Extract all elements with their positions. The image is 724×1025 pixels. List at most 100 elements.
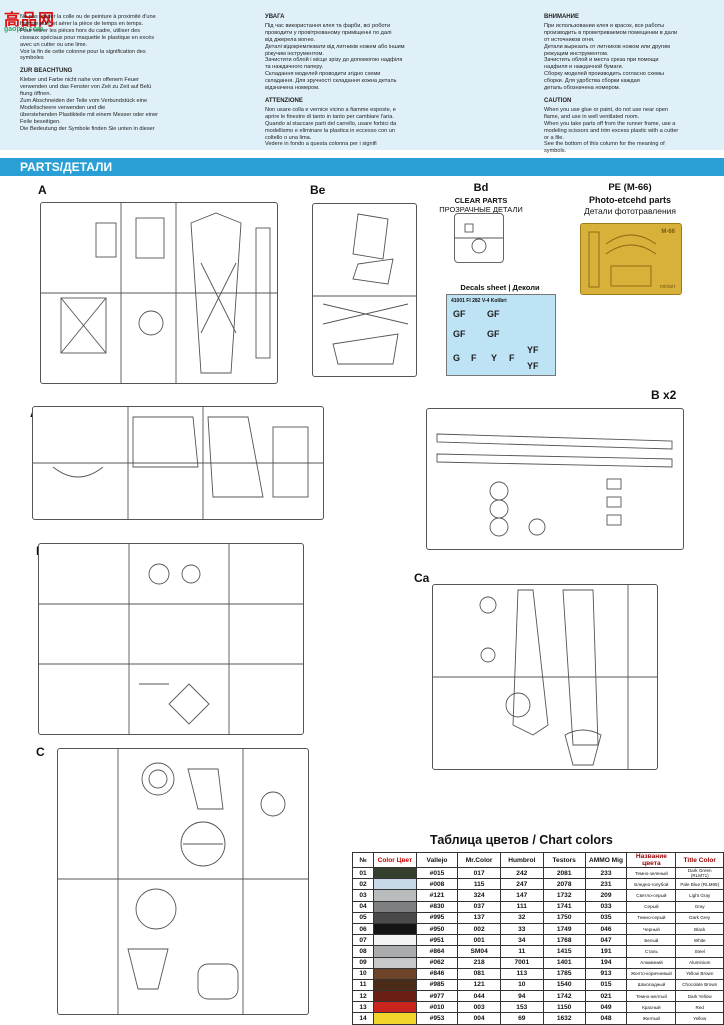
header-text-line: складання. Для зручності складання кожна… [265,78,397,85]
color-chart-cell: 04 [351,900,375,913]
color-chart-cell: Gray [675,900,724,913]
color-chart-cell: Dark Yellow [675,990,724,1003]
color-swatch [373,889,417,902]
heading-ua: УВАГА [265,14,285,20]
color-chart-cell: #953 [415,1012,459,1025]
header-column-fr-de: Ne pas utiliser la colle ou de peinture … [20,14,190,133]
color-chart-cell: 218 [457,956,501,969]
color-swatch [373,967,417,980]
heading-ru: ВНИМАНИЕ [544,14,579,20]
chart-colors-title: Таблица цветов / Chart colors [430,833,613,847]
header-text-line: При использовании клея и красок, все раб… [544,22,665,29]
color-chart-cell: Красный [626,1001,677,1014]
pe-title: Photo-etcehd parts [588,195,671,205]
color-chart-cell: 69 [499,1012,544,1025]
header-text-line: flame, and use in well ventilated room. [544,113,640,120]
heading-de: ZUR BEACHTUNG [20,68,73,75]
photo-etched-fret: M-66 miniart [580,223,682,295]
color-chart-cell: Dark Green (RLM71) [675,866,724,880]
sprue-label-a: A [38,183,47,197]
color-chart-cell: #008 [415,878,459,891]
color-chart-cell: #062 [415,956,459,969]
color-chart-cell: 1750 [542,911,586,924]
pe-code: PE (M-66) [608,182,652,193]
header-text-line: Ne pas utiliser la colle ou de peinture … [20,14,156,20]
color-chart-cell: 137 [457,911,501,924]
color-chart-cell: #121 [415,889,459,902]
header-text-line: ftung öffnen. [20,91,52,98]
color-swatch [373,956,417,969]
color-chart-header: Color Цвет [373,852,417,868]
sprue-be [312,203,417,377]
heading-it: ATTENZIONE [265,97,303,104]
color-swatch [373,922,417,936]
color-chart-cell: Желтый [626,1012,677,1025]
color-chart-cell: Светло-серый [626,889,677,902]
color-chart-cell: 048 [584,1012,628,1025]
header-text-line: Pour retirer les pièces hors du cadre, u… [20,27,141,34]
color-chart-cell: Red [675,1001,724,1014]
color-chart-cell: 242 [499,866,544,880]
decal-code: YF [527,345,539,355]
color-chart-cell: Dark Grey [675,911,724,924]
color-chart-header: Title Color [675,852,724,868]
color-chart-cell: 113 [499,967,544,980]
header-text-line: Vedere in fondo a questa colonna per i s… [265,141,377,148]
color-chart-cell: 049 [584,1001,628,1014]
color-swatch [373,945,417,958]
color-chart-cell: 1768 [542,934,586,947]
header-text-line: Складання моделей проводити згідно схеми [265,71,381,78]
color-swatch [373,900,417,913]
color-chart-cell: 01 [351,866,375,880]
color-chart-cell: 121 [457,978,501,992]
header-text-line: Детали вырезать от литников ножом или др… [544,43,670,50]
sprue-d [38,543,304,735]
color-chart-cell: 194 [584,956,628,969]
header-text-line: überstehenden Plastikteile mit einem Mes… [20,111,159,118]
decal-code: F [509,353,515,363]
color-chart-cell: #010 [415,1001,459,1014]
color-chart-cell: #985 [415,978,459,992]
header-text-line: symboles [20,55,44,62]
pe-subtitle: Детали фототравления [583,206,677,216]
header-text-line: Zum Abschneiden der Teile vom Verbundstü… [20,97,148,104]
header-text-line: деталь обозначена номером. [544,85,621,92]
color-chart-cell: SM04 [457,945,501,958]
color-chart-cell: 017 [457,866,501,880]
header-column-ua-it: УВАГА Під час використання клея та фарби… [265,14,435,148]
watermark-url: gaopin.com [4,26,44,33]
color-chart-cell: 247 [499,878,544,891]
sprue-c [57,748,309,1015]
color-swatch [373,990,417,1003]
color-chart-cell: 1150 [542,1001,586,1014]
parts-title: PARTS/ДЕТАЛИ [20,160,113,174]
color-chart-cell: Pale Blue (RLM65) [675,878,724,891]
color-chart-cell: 002 [457,922,501,936]
decal-code: GF [487,329,500,339]
heading-en: CAUTION [544,97,572,104]
header-text-line: coltello o una lima. [265,134,312,141]
header-text-line: Деталі відокремлювати від литників ножем… [265,43,405,50]
color-swatch [373,1001,417,1014]
color-chart-cell: #951 [415,934,459,947]
header-text-line: Modellscheere verwenden und die [20,104,106,111]
color-chart-cell: Light Gray [675,889,724,902]
color-chart-cell: White [675,934,724,947]
color-chart-cell: 231 [584,878,628,891]
color-chart-cell: 2081 [542,866,586,880]
header-text-line: Kleber und Farbe nicht nahe von offenem … [20,77,139,84]
sprue-label-bx2: B x2 [651,388,677,402]
sprue-ca [432,584,658,770]
color-chart-cell: 1749 [542,922,586,936]
header-column-ru-en: ВНИМАНИЕ При использовании клея и красок… [544,14,714,155]
color-chart-cell: 1415 [542,945,586,958]
color-chart-cell: 047 [584,934,628,947]
color-chart-cell: 004 [457,1012,501,1025]
clear-parts-subtitle: ПРОЗРАЧНЫЕ ДЕТАЛИ [439,205,523,214]
